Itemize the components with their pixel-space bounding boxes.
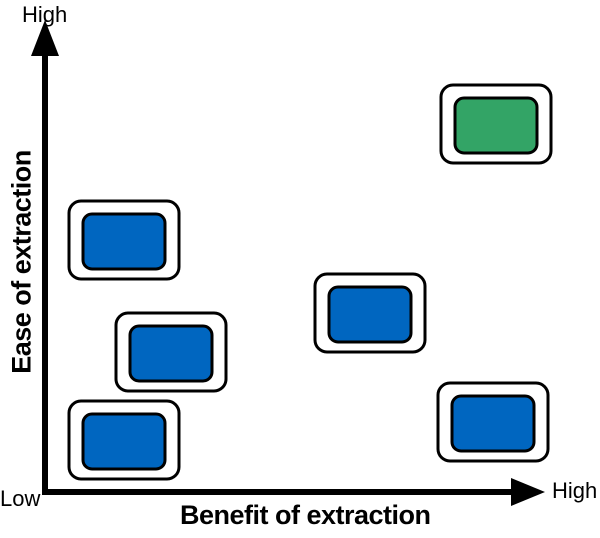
x-axis-high-label: High [552,478,598,503]
x-axis-title: Benefit of extraction [180,500,431,530]
item-block-blue [128,324,214,383]
item-cards [67,83,553,481]
x-axis-arrowhead [511,478,545,506]
y-axis-arrowhead [31,20,59,56]
item-block-blue [81,212,167,271]
item-block-blue [327,285,413,344]
item-block-green [453,96,539,155]
y-axis-title: Ease of extraction [6,150,37,374]
item-block-blue [81,412,167,471]
origin-low-label: Low [0,486,41,511]
item-block-blue [450,394,536,453]
y-axis-high-label: High [22,2,68,27]
